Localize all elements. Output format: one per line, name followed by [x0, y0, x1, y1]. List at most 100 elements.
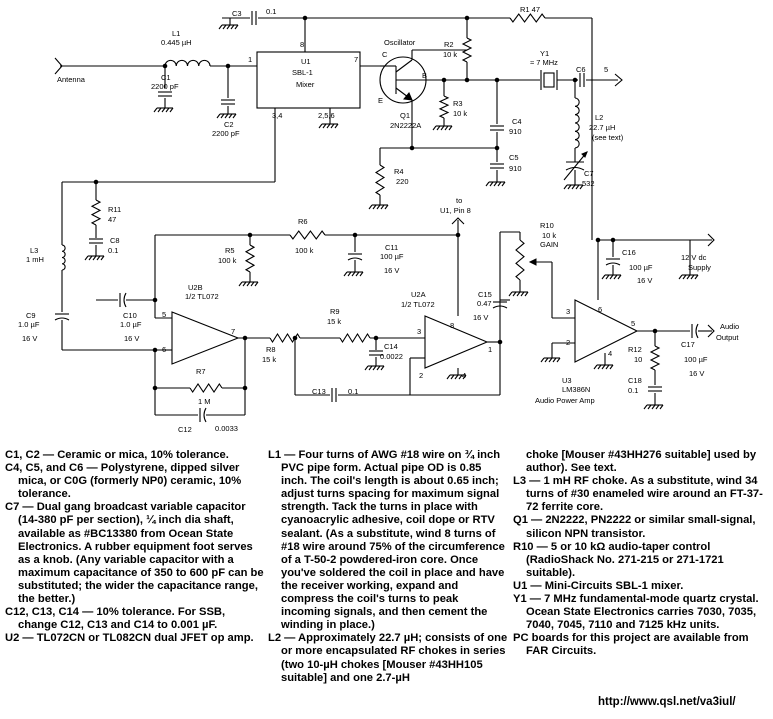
- label-u3-type: LM386N: [562, 385, 590, 394]
- wire: [84, 255, 89, 261]
- u1-mixer-block: [256, 51, 361, 109]
- wire: [609, 364, 614, 370]
- label-c16: C16: [622, 248, 636, 257]
- wire: [351, 271, 356, 277]
- wire: [246, 281, 251, 287]
- wire: [165, 107, 170, 113]
- label-output: Output: [716, 333, 739, 342]
- label-q1-e: E: [378, 96, 383, 105]
- junction-dot: [409, 145, 415, 151]
- wire: [613, 274, 618, 280]
- y1-crystal: [543, 72, 555, 88]
- label-u2b-p7: 7: [231, 327, 235, 336]
- label-r8: R8: [266, 345, 276, 354]
- resistor: [269, 332, 301, 344]
- note-u2: U2 — TL072CN or TL082CN dual JFET op amp…: [5, 632, 254, 645]
- label-u1-pin7: 7: [354, 55, 358, 64]
- label-audio: Audio: [720, 322, 739, 331]
- label-q1-b: B: [422, 71, 427, 80]
- u3-audio-amp: [574, 299, 639, 363]
- junction-dot: [352, 232, 358, 238]
- wire: [593, 364, 598, 370]
- wire: [218, 24, 223, 30]
- label-c3: C3: [232, 9, 242, 18]
- wire: [501, 181, 506, 187]
- label-c15-v1: 0.47: [477, 299, 492, 308]
- wire: [579, 184, 584, 190]
- junction-dot: [373, 335, 379, 341]
- label-r9-val: 15 k: [327, 317, 341, 326]
- resistor: [515, 239, 525, 281]
- wire: [601, 364, 606, 370]
- label-c5: C5: [509, 153, 519, 162]
- label-l3: L3: [30, 246, 38, 255]
- junction-dot: [464, 15, 470, 21]
- junction-dot: [93, 179, 99, 185]
- wire: [161, 107, 166, 113]
- wire: [605, 274, 610, 280]
- junction-dot: [302, 15, 308, 21]
- label-l2-note: (see text): [592, 133, 624, 142]
- junction-dot: [242, 385, 248, 391]
- wire: [376, 365, 381, 371]
- label-c14: C14: [384, 342, 398, 351]
- label-c13-val: 0.1: [348, 387, 358, 396]
- wire: [153, 107, 158, 113]
- label-u1-pin34: 3,4: [272, 111, 282, 120]
- wire: [552, 357, 557, 363]
- label-u3-p5: 5: [631, 319, 635, 328]
- wire: [234, 24, 239, 30]
- wire: [380, 365, 385, 371]
- label-c3-val: 0.1: [266, 7, 276, 16]
- junction-dot: [162, 63, 168, 69]
- label-c9-v2: 16 V: [22, 334, 37, 343]
- notes-column-3: choke [Mouser #43HH276 suitable] used by…: [513, 449, 771, 659]
- wire: [489, 181, 494, 187]
- wire: [556, 357, 561, 363]
- label-c1-val: 2200 pF: [151, 82, 179, 91]
- label-r8-val: 15 k: [262, 355, 276, 364]
- note-l1: L1 — Four turns of AWG #18 wire on ¾ inc…: [268, 449, 505, 632]
- audio-output-connector: [707, 324, 715, 338]
- label-c10: C10: [123, 311, 137, 320]
- wire: [92, 255, 97, 261]
- label-c17-v2: 16 V: [689, 369, 704, 378]
- label-c7: C7: [584, 169, 594, 178]
- label-c6-pin: 5: [604, 65, 608, 74]
- wire: [96, 255, 101, 261]
- wire: [224, 113, 229, 119]
- resistor: [649, 345, 661, 371]
- wire: [372, 204, 377, 210]
- to-u1-pin8-arrow: [451, 217, 465, 225]
- capacitor-plate: [347, 257, 363, 261]
- wire: [651, 404, 656, 410]
- wire: [343, 271, 348, 277]
- wire: [609, 274, 614, 280]
- label-c18: C18: [628, 376, 642, 385]
- label-u2b: U2B: [188, 283, 203, 292]
- label-c2-val: 2200 pF: [212, 129, 240, 138]
- label-u1-type: SBL-1: [292, 68, 313, 77]
- wire: [520, 291, 525, 297]
- label-r5-val: 100 k: [218, 256, 237, 265]
- label-r12: R12: [628, 345, 642, 354]
- label-to-pin: U1, Pin 8: [440, 206, 471, 215]
- capacitor-plate: [695, 323, 699, 339]
- junction-dot: [494, 77, 500, 83]
- supply-connector: [707, 233, 715, 247]
- junction-dot: [572, 77, 578, 83]
- wire: [157, 107, 162, 113]
- wire: [617, 274, 622, 280]
- note-u1: U1 — Mini-Circuits SBL-1 mixer.: [513, 579, 684, 592]
- notes-column-1: C1, C2 — Ceramic or mica, 10% tolerance.…: [5, 449, 267, 645]
- wire: [216, 113, 221, 119]
- note-l2-continued: choke [Mouser #43HH276 suitable] used by…: [526, 449, 757, 475]
- wire: [462, 374, 467, 380]
- wire: [567, 184, 572, 190]
- resistor: [244, 244, 256, 273]
- label-c10-v1: 1.0 µF: [120, 320, 142, 329]
- note-c7: C7 — Dual gang broadcast variable capaci…: [5, 501, 264, 606]
- label-c17: C17: [681, 340, 695, 349]
- label-r5: R5: [225, 246, 235, 255]
- label-u3: U3: [562, 376, 572, 385]
